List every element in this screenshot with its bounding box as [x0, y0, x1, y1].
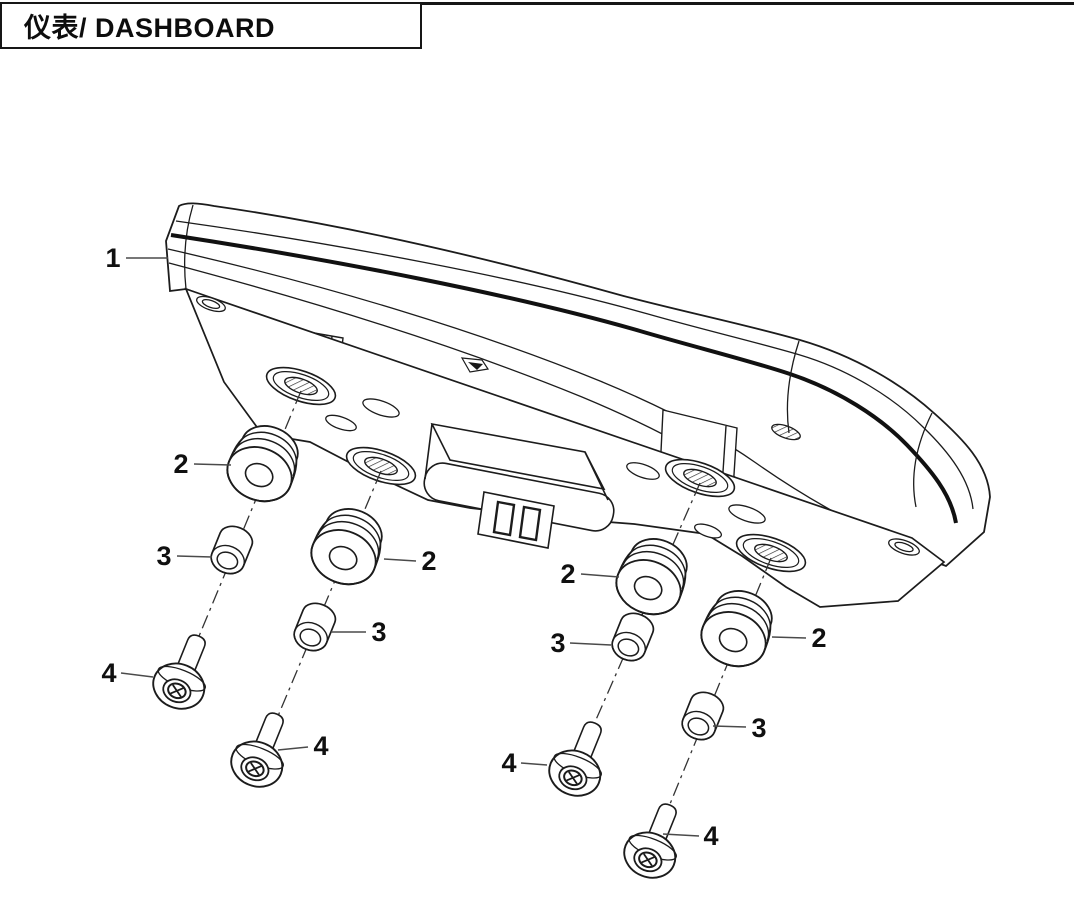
slot-oval-4 [728, 504, 766, 524]
dashboard-body [165, 202, 991, 608]
bushing-3b [289, 597, 341, 657]
top-notch-fill [468, 362, 483, 370]
callout-3c: 3 [550, 628, 612, 658]
page-title: 仪表/ DASHBOARD [24, 13, 276, 43]
callout-4c: 4 [501, 748, 548, 778]
grommet-2d [692, 580, 784, 677]
callout-2d: 2 [771, 623, 827, 653]
axis-line-3 [594, 482, 701, 723]
svg-text:4: 4 [703, 821, 718, 851]
axis-line-2 [277, 470, 382, 717]
slot-oval-3 [626, 462, 660, 480]
corner-hole-right [888, 538, 920, 556]
axis-line-4 [669, 557, 772, 805]
screw-4d [616, 794, 696, 887]
callout-2c: 2 [560, 559, 620, 589]
callout-1: 1 [105, 243, 168, 273]
screw-4a [145, 625, 225, 718]
corner-hole-left [196, 295, 226, 313]
svg-text:3: 3 [371, 617, 386, 647]
right-facet-line-2 [913, 412, 933, 508]
svg-text:4: 4 [313, 731, 328, 761]
slot-oval-1 [325, 414, 357, 432]
body-outline [165, 202, 991, 568]
svg-text:2: 2 [811, 623, 826, 653]
callouts: 1 2 2 2 2 3 3 [101, 243, 826, 851]
callout-4d: 4 [662, 821, 719, 851]
slot-oval-2 [362, 398, 400, 418]
bushing-3a [206, 520, 258, 580]
left-corner-chamfer [184, 204, 194, 290]
callout-4b: 4 [277, 731, 329, 761]
right-facet-line-1 [786, 340, 800, 434]
sheet-top-rule [0, 2, 1074, 5]
svg-text:3: 3 [550, 628, 565, 658]
callout-4a: 4 [101, 658, 154, 688]
svg-text:4: 4 [501, 748, 516, 778]
svg-text:4: 4 [101, 658, 116, 688]
bushing-3c [607, 607, 659, 667]
bushing-3d [677, 686, 729, 746]
grommet-2c [607, 528, 699, 625]
svg-text:2: 2 [560, 559, 575, 589]
corner-seat-hatched [771, 423, 801, 441]
screen-seam-band [170, 233, 958, 524]
svg-text:1: 1 [105, 243, 120, 273]
title-block: 仪表/ DASHBOARD [0, 2, 422, 49]
slot-oval-5 [693, 523, 723, 539]
grommet-2b [302, 498, 394, 595]
svg-text:2: 2 [173, 449, 188, 479]
bezel-line-1 [175, 220, 974, 510]
callout-2b: 2 [383, 546, 437, 576]
svg-text:2: 2 [421, 546, 436, 576]
callout-3b: 3 [331, 617, 387, 647]
screw-4c [541, 712, 621, 805]
callout-3a: 3 [156, 541, 213, 571]
connector-socket [477, 491, 555, 549]
svg-text:3: 3 [751, 713, 766, 743]
axis-line-1 [196, 390, 302, 642]
explosion-axes [196, 390, 772, 805]
callout-3d: 3 [712, 713, 767, 743]
connector-housing [423, 422, 615, 532]
bezel-line-2 [167, 248, 899, 544]
callout-2a: 2 [173, 449, 232, 479]
svg-text:3: 3 [156, 541, 171, 571]
